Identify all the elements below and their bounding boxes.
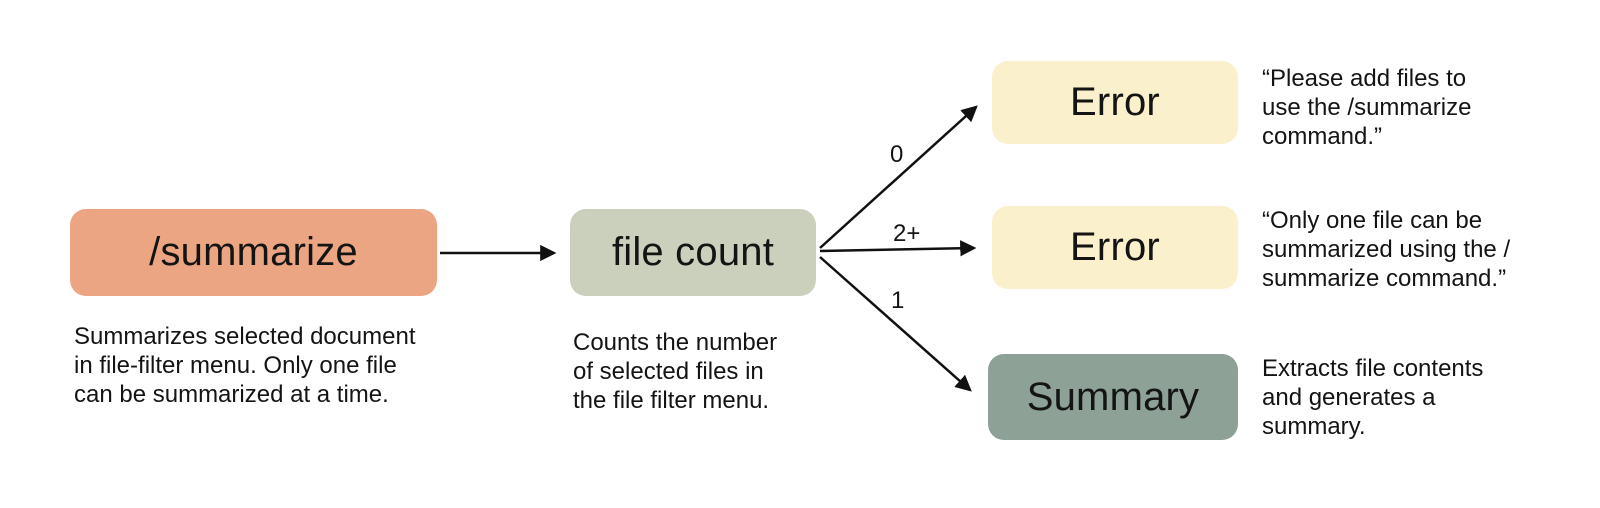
node-error-zero-label: Error xyxy=(1070,80,1160,124)
caption-error-zero-files: “Please add files to use the /summarize … xyxy=(1262,65,1472,150)
caption-file-count: Counts the number of selected files in t… xyxy=(573,329,778,414)
node-summarize-label: /summarize xyxy=(149,230,358,274)
edge-label-two-plus: 2+ xyxy=(893,220,921,247)
node-error-zero-files: Error xyxy=(992,61,1238,144)
node-summarize: /summarize xyxy=(70,209,437,296)
caption-error-many-files: “Only one file can be summarized using t… xyxy=(1262,207,1511,292)
node-error-many-files: Error xyxy=(992,206,1238,289)
arrow-filecount-to-error-many xyxy=(819,240,977,257)
edge-label-zero: 0 xyxy=(890,141,904,168)
node-file-count-label: file count xyxy=(611,230,775,274)
caption-summarize: Summarizes selected document in file-fil… xyxy=(74,323,416,408)
node-summary-label: Summary xyxy=(1026,374,1200,419)
edge-label-one: 1 xyxy=(891,287,905,314)
node-error-many-label: Error xyxy=(1070,225,1160,269)
caption-summary: Extracts file contents and generates a s… xyxy=(1262,355,1484,440)
node-summary: Summary xyxy=(988,354,1238,440)
node-file-count: file count xyxy=(570,209,816,296)
